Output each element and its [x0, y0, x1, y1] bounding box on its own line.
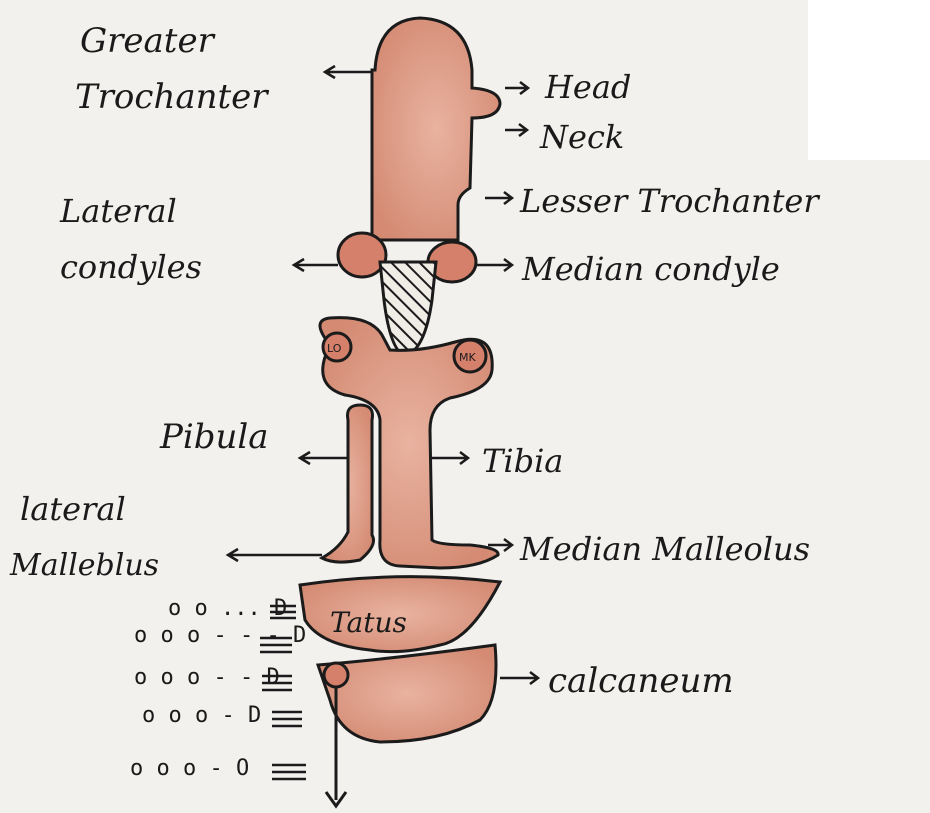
fibula [322, 405, 374, 562]
label-median-condyle: Median condyle [521, 250, 780, 288]
label-mk: MK [459, 351, 476, 364]
label-tibia: Tibia [482, 442, 563, 480]
label-greater-trochanter-line1: Greater [80, 21, 216, 61]
paper-patch [808, 0, 930, 160]
patella [380, 262, 436, 356]
label-fibula: Pibula [159, 417, 269, 457]
label-lesser-trochanter: Lesser Trochanter [519, 182, 820, 220]
label-neck: Neck [539, 118, 624, 156]
lateral-condyle [338, 233, 386, 277]
calcaneum-knob [324, 663, 348, 687]
label-tarsus: Tatus [330, 606, 407, 639]
calcaneum [318, 645, 496, 742]
foot-bone-row-3: o o o - - D [134, 665, 280, 690]
foot-bone-row-1: o o ... D [168, 596, 287, 621]
label-lo: LO [327, 342, 342, 355]
label-lateral-malleolus-line2: Malleblus [9, 548, 159, 583]
label-lateral-condyles-line1: Lateral [59, 192, 177, 230]
label-lateral-condyles-line2: condyles [60, 248, 202, 286]
label-median-malleolus: Median Malleolus [519, 530, 810, 568]
label-calcaneum: calcaneum [548, 661, 734, 701]
label-greater-trochanter-line2: Trochanter [75, 77, 269, 117]
foot-bone-row-4: o o o - D [142, 703, 261, 728]
femur-shaft [372, 18, 500, 240]
label-lateral-malleolus-line1: lateral [20, 490, 126, 528]
foot-bone-row-5: o o o - O [130, 756, 249, 781]
label-head: Head [544, 68, 631, 106]
